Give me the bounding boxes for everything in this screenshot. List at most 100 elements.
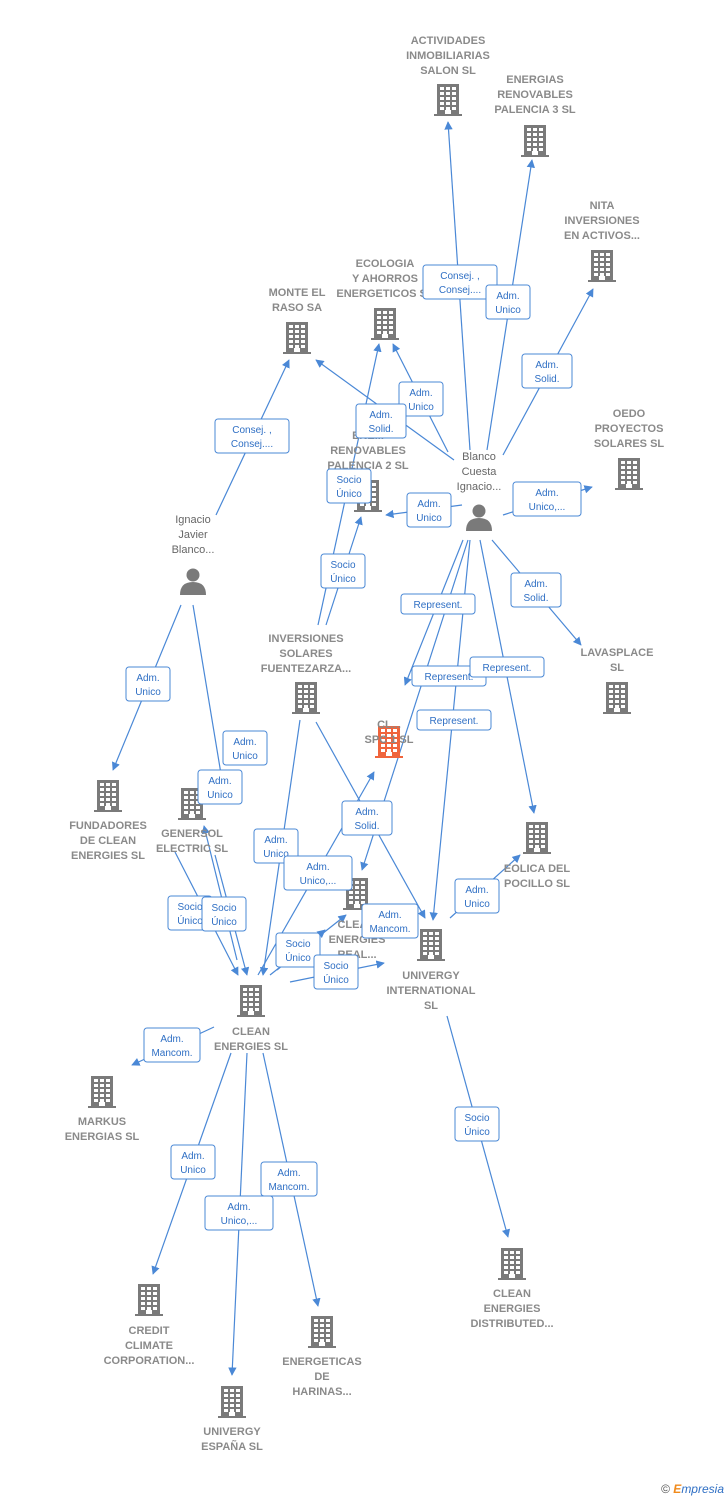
node-label: FUENTEZARZA...	[261, 663, 351, 675]
edge-label-e17[interactable]: Adm.Unico	[222, 730, 268, 766]
edge-label-e28[interactable]: Adm.Mancom.	[143, 1027, 201, 1063]
edge-label-text: Socio	[330, 560, 355, 571]
edge-label-text: Único	[464, 1125, 490, 1138]
edge-label-text: Adm.	[369, 410, 392, 421]
edge-label-box	[143, 1027, 201, 1063]
node-label: NITA	[590, 200, 615, 212]
edge-label-box	[355, 403, 407, 439]
person-icon	[466, 504, 492, 531]
node-focus[interactable]: CL...SPC 1 SL	[365, 719, 414, 758]
building-icon	[371, 308, 399, 340]
node-label: Ignacio...	[457, 481, 502, 493]
empresia-logo[interactable]: Empresia	[673, 1482, 724, 1496]
edge-label-e2[interactable]: Adm.Unico	[485, 284, 531, 320]
edge-label-box	[422, 264, 498, 300]
node-credit[interactable]: CREDITCLIMATECORPORATION...	[104, 1284, 195, 1367]
node-label: UNIVERGY	[203, 1426, 261, 1438]
edge-label-e7[interactable]: Adm.Unico,...	[512, 481, 582, 517]
node-label: CLEAN	[493, 1288, 531, 1300]
edge-label-text: Único	[211, 915, 237, 928]
edge-label-box	[204, 1195, 274, 1231]
edge-label-e23[interactable]: Adm.Mancom.	[361, 903, 419, 939]
node-harinas[interactable]: ENERGETICASDEHARINAS...	[282, 1316, 362, 1398]
edge-label-box	[283, 855, 353, 891]
edge-label-box	[454, 878, 500, 914]
node-univergy_es[interactable]: UNIVERGY ESPAÑA SL	[201, 1386, 263, 1453]
node-inversiones[interactable]: INVERSIONESSOLARESFUENTEZARZA...	[261, 633, 351, 714]
node-label: ENERGIAS SL	[65, 1131, 140, 1143]
edge-label-text: Adm.	[355, 807, 378, 818]
edge-label-e21[interactable]: Adm. Solid.	[341, 800, 393, 836]
edge-label-e31[interactable]: Adm.Unico,...	[204, 1195, 274, 1231]
edge-label-e12[interactable]: Represent.	[400, 593, 476, 615]
edge-label-box	[469, 656, 545, 678]
edge-label-box	[510, 572, 562, 608]
edge-label-box	[341, 800, 393, 836]
edge-label-e32[interactable]: Adm.Mancom.	[260, 1161, 318, 1197]
node-label: FUNDADORES	[69, 820, 147, 832]
node-distributed[interactable]: CLEANENERGIESDISTRIBUTED...	[470, 1248, 554, 1330]
edge-label-box	[398, 381, 444, 417]
edge-label-e6[interactable]: Consej. ,Consej....	[214, 418, 290, 454]
edge-label-box	[222, 730, 268, 766]
building-icon	[498, 1248, 526, 1280]
edge-label-text: Adm.	[181, 1151, 204, 1162]
node-ignacio[interactable]: IgnacioJavierBlanco...	[172, 514, 215, 595]
edge-label-e3[interactable]: Adm.Solid.	[521, 353, 573, 389]
node-label: ECOLOGIA	[356, 258, 415, 270]
edge-label-e13[interactable]: Represent.	[416, 709, 492, 731]
edge-label-e20[interactable]: Adm.Unico,...	[283, 855, 353, 891]
edge-label-e30[interactable]: Adm.Unico	[170, 1144, 216, 1180]
edge-label-text: Represent.	[414, 600, 463, 611]
building-icon	[603, 682, 631, 714]
edge-label-e4[interactable]: Adm.Unico	[398, 381, 444, 417]
edge-labels-layer: Consej. ,Consej....Adm.UnicoAdm.Solid.Ad…	[125, 264, 582, 1231]
node-label: EN ACTIVOS...	[564, 230, 640, 242]
node-label: SOLARES	[279, 648, 332, 660]
edge-label-text: Mancom.	[151, 1048, 192, 1059]
edge-label-e19[interactable]: Adm.Unico	[253, 828, 299, 864]
edge-label-e22[interactable]: Adm.Unico	[454, 878, 500, 914]
edge-label-text: Consej. ,	[440, 271, 479, 282]
edge-label-e11[interactable]: Adm.Solid.	[510, 572, 562, 608]
edge-label-text: Unico	[207, 790, 233, 801]
edge-label-e5[interactable]: Adm.Solid.	[355, 403, 407, 439]
node-blanco[interactable]: BlancoCuestaIgnacio...	[457, 451, 502, 531]
edge-label-e18[interactable]: Adm.Unico	[197, 769, 243, 805]
node-label: INMOBILIARIAS	[406, 50, 490, 62]
edge-label-e16[interactable]: Adm.Unico	[125, 666, 171, 702]
edge-label-e15[interactable]: Represent.	[469, 656, 545, 678]
edge-label-text: Socio	[177, 902, 202, 913]
edge-label-box	[406, 492, 452, 528]
node-label: ESPAÑA SL	[201, 1440, 263, 1453]
edge-label-box	[253, 828, 299, 864]
building-icon	[135, 1284, 163, 1316]
node-label: SALON SL	[420, 65, 476, 77]
edge-label-text: Adm.	[417, 499, 440, 510]
edge-label-e8[interactable]: Adm.Unico	[406, 492, 452, 528]
edge-label-text: Adm.	[227, 1202, 250, 1213]
edge-label-text: Solid.	[354, 821, 379, 832]
edge-label-box	[485, 284, 531, 320]
edge-label-e1[interactable]: Consej. ,Consej....	[422, 264, 498, 300]
